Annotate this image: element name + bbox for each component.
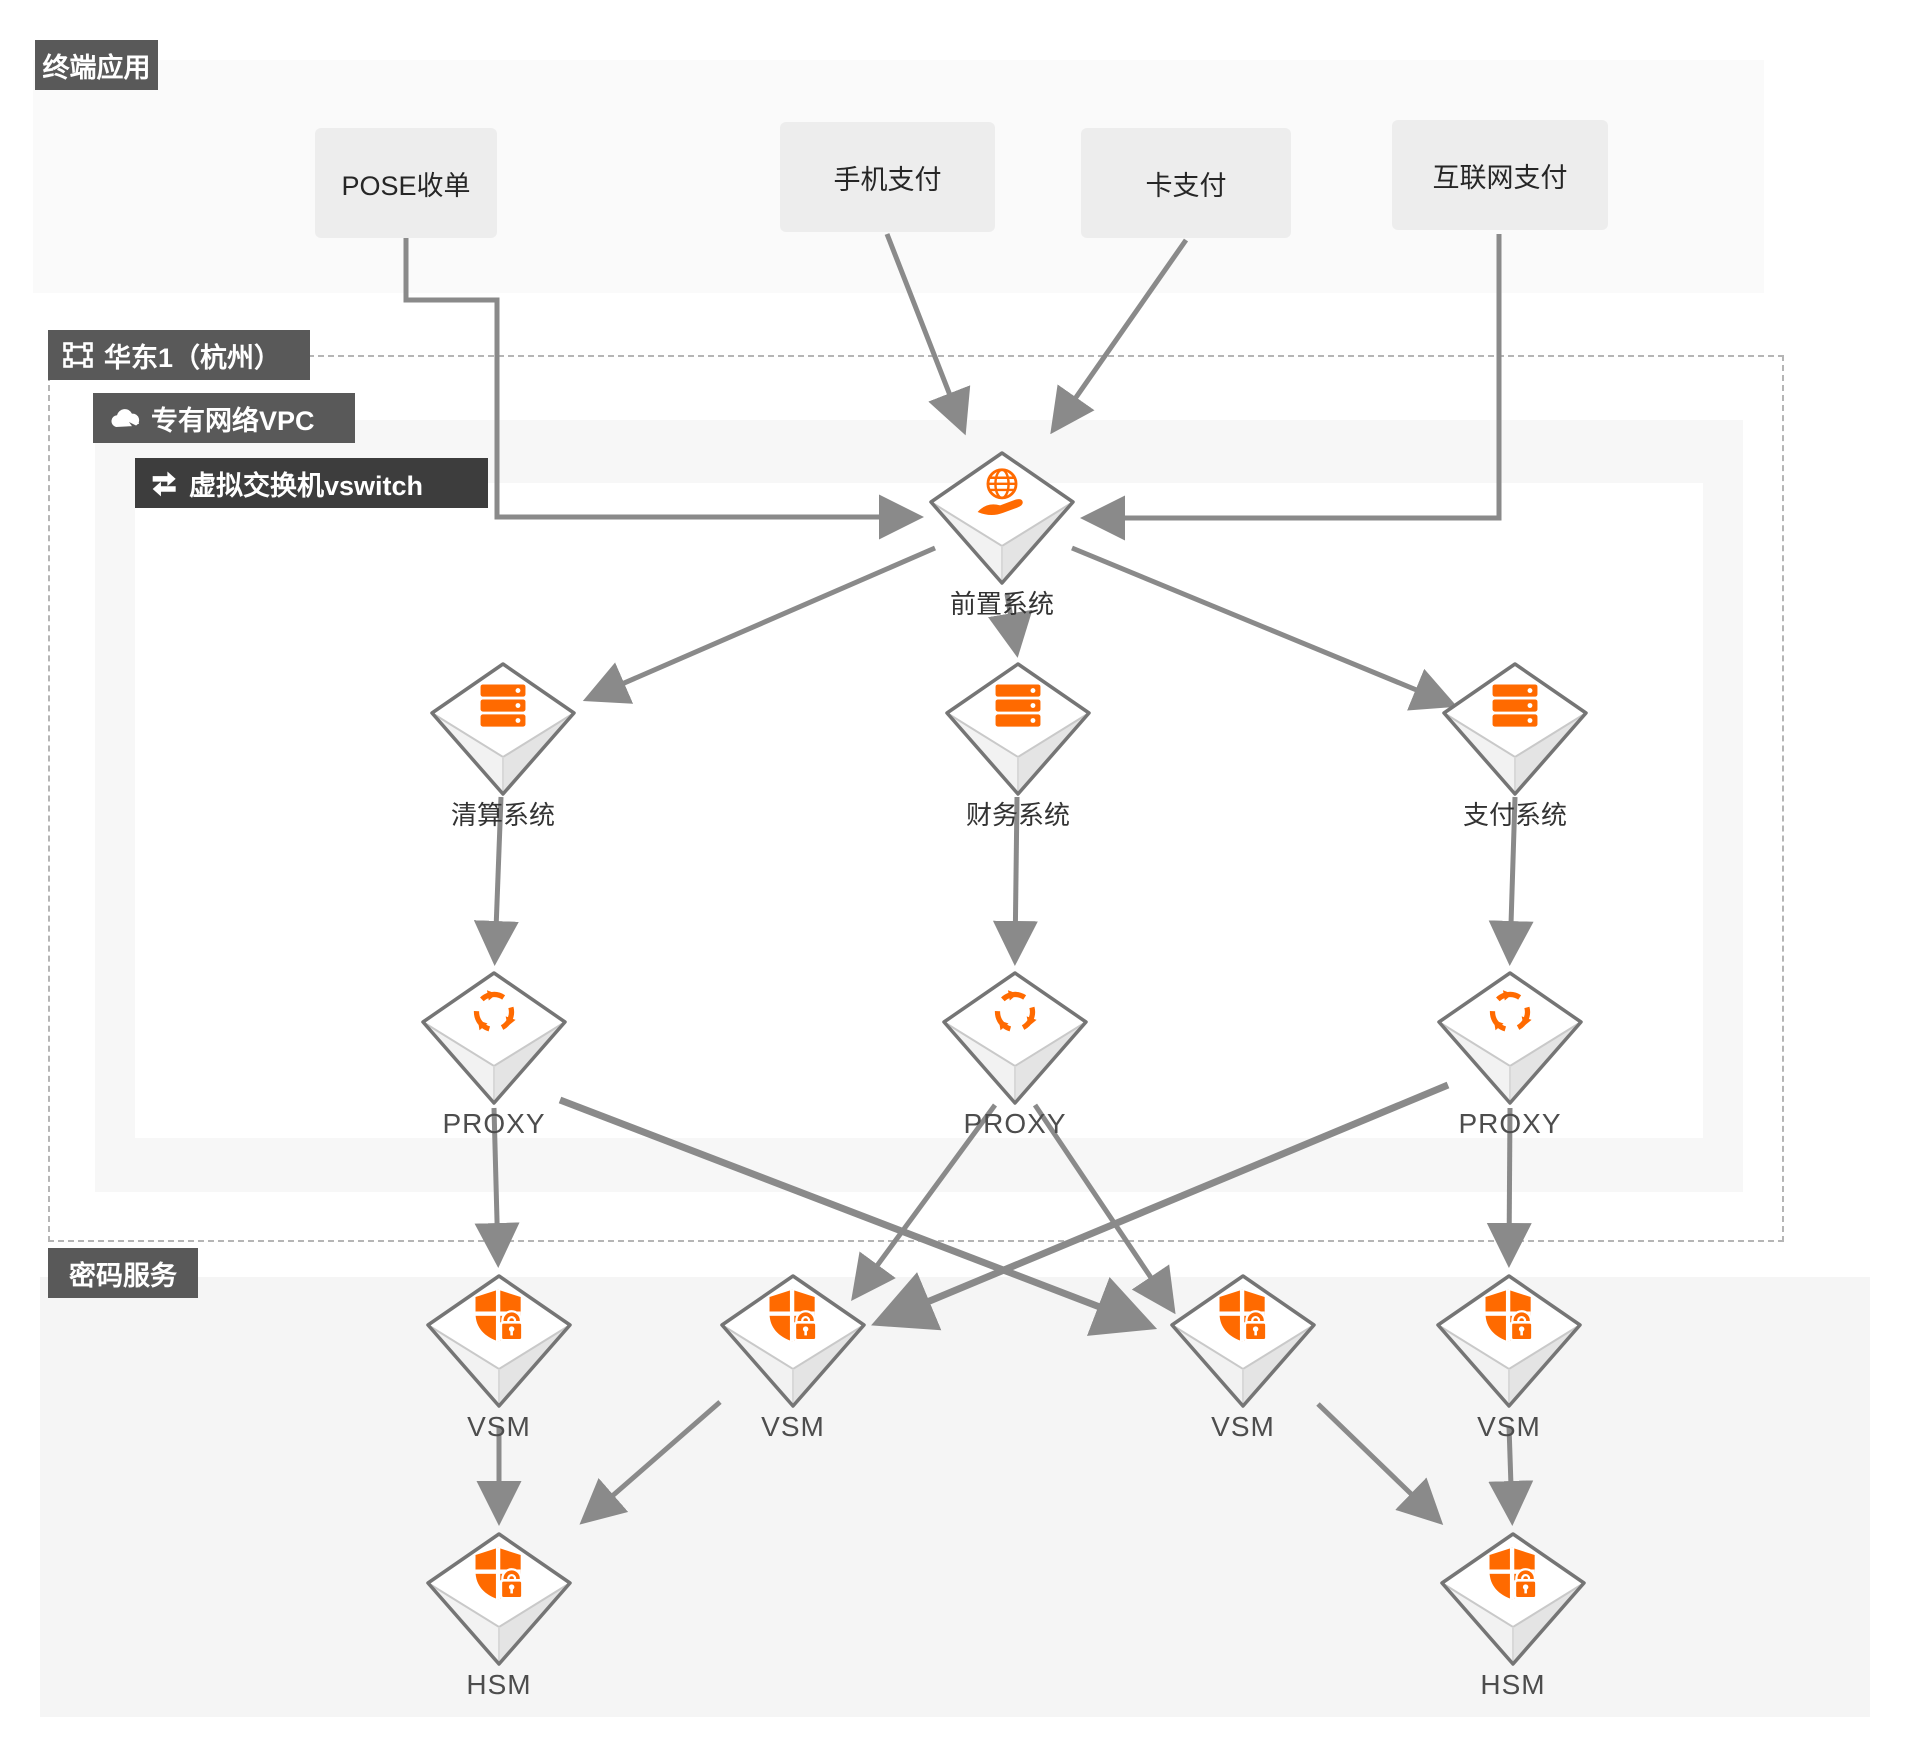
crypto-section-text: 密码服务 bbox=[69, 1260, 177, 1291]
app-box-card-pay-label: 卡支付 bbox=[1145, 170, 1227, 201]
app-box-pose-label: POSE收单 bbox=[341, 170, 471, 201]
arrow-front-to-finance bbox=[988, 593, 1033, 658]
crypto-section-label: 密码服务 bbox=[48, 1248, 198, 1298]
node-hsm-2: HSM bbox=[1438, 1531, 1588, 1700]
terminal-section-text: 终端应用 bbox=[42, 52, 151, 83]
node-hsm-2-label: HSM bbox=[1480, 1669, 1546, 1700]
terminal-section-label: 终端应用 bbox=[35, 40, 158, 90]
cloud-icon bbox=[110, 408, 141, 430]
server-stack-icon bbox=[995, 684, 1041, 727]
node-vsm-4-label: VSM bbox=[1477, 1411, 1541, 1442]
node-proxy-3-label: PROXY bbox=[1458, 1108, 1562, 1139]
node-payment-system: 支付系统 bbox=[1440, 661, 1590, 830]
node-payment-system-label: 支付系统 bbox=[1462, 800, 1567, 830]
arrow-vsm3-to-hsm2 bbox=[1316, 1402, 1444, 1525]
crypto-service-section bbox=[40, 1277, 1870, 1717]
app-box-mobile-pay: 手机支付 bbox=[780, 122, 995, 232]
app-box-internet-pay-label: 互联网支付 bbox=[1432, 162, 1568, 193]
arrow-payment-to-proxy3 bbox=[1488, 796, 1534, 966]
node-box bbox=[426, 1274, 572, 1408]
node-box bbox=[1440, 1532, 1586, 1666]
node-finance-system: 财务系统 bbox=[943, 661, 1093, 830]
node-vsm-2: VSM bbox=[718, 1273, 868, 1442]
node-hsm-1: HSM bbox=[424, 1531, 574, 1700]
app-box-card-pay: 卡支付 bbox=[1081, 128, 1291, 238]
node-proxy-2-label: PROXY bbox=[963, 1108, 1067, 1139]
node-front-system-label: 前置系统 bbox=[949, 589, 1054, 619]
app-box-internet-pay: 互联网支付 bbox=[1392, 120, 1608, 230]
arrow-front-to-clearing bbox=[582, 545, 936, 704]
node-clearing-system-label: 清算系统 bbox=[450, 800, 555, 830]
node-proxy-1: PROXY bbox=[419, 970, 569, 1139]
swap-arrows-icon bbox=[152, 471, 176, 497]
arrow-proxy2-to-vsm2 bbox=[851, 1103, 998, 1302]
node-box bbox=[942, 971, 1088, 1105]
node-vsm-2-label: VSM bbox=[761, 1411, 825, 1442]
node-vsm-3-label: VSM bbox=[1211, 1411, 1275, 1442]
arrow-finance-to-proxy2 bbox=[992, 796, 1038, 966]
vswitch-section bbox=[135, 483, 1703, 1138]
region-label: 华东1（杭州） bbox=[48, 330, 310, 380]
node-box bbox=[1436, 1274, 1582, 1408]
node-box bbox=[945, 662, 1091, 796]
vpc-label: 专有网络VPC bbox=[93, 393, 355, 443]
node-clearing-system: 清算系统 bbox=[428, 661, 578, 830]
vswitch-label: 虚拟交换机vswitch bbox=[135, 458, 488, 508]
node-vsm-1-label: VSM bbox=[467, 1411, 531, 1442]
node-proxy-1-label: PROXY bbox=[442, 1108, 546, 1139]
node-vsm-4: VSM bbox=[1434, 1273, 1584, 1442]
arrow-vsm2-to-hsm1 bbox=[579, 1400, 722, 1525]
node-box bbox=[929, 451, 1075, 585]
node-box bbox=[430, 662, 576, 796]
vpc-text: 专有网络VPC bbox=[151, 405, 315, 436]
region-icon bbox=[63, 342, 93, 368]
node-hsm-1-label: HSM bbox=[466, 1669, 532, 1700]
arrow-internet-to-front bbox=[1080, 234, 1502, 541]
node-proxy-3: PROXY bbox=[1435, 970, 1585, 1139]
arrow-proxy1-to-vsm3 bbox=[558, 1096, 1158, 1336]
arrow-proxy1-to-vsm1 bbox=[474, 1107, 520, 1268]
region-dashed-border bbox=[48, 355, 1784, 1242]
node-front-system: 前置系统 bbox=[927, 450, 1077, 619]
node-box bbox=[421, 971, 567, 1105]
arrow-mobile-to-front bbox=[884, 233, 971, 436]
node-box bbox=[1442, 662, 1588, 796]
node-box bbox=[1437, 971, 1583, 1105]
node-box bbox=[426, 1532, 572, 1666]
node-box bbox=[720, 1274, 866, 1408]
server-stack-icon bbox=[480, 684, 526, 727]
arrow-clearing-to-proxy1 bbox=[473, 796, 519, 966]
vswitch-text: 虚拟交换机vswitch bbox=[189, 470, 424, 501]
app-box-pose: POSE收单 bbox=[315, 128, 497, 238]
node-vsm-1: VSM bbox=[424, 1273, 574, 1442]
arrow-proxy3-to-vsm2 bbox=[871, 1081, 1450, 1331]
arrow-card-to-front bbox=[1050, 238, 1189, 435]
node-proxy-2: PROXY bbox=[940, 970, 1090, 1139]
arrow-pose-to-front bbox=[403, 238, 924, 540]
node-finance-system-label: 财务系统 bbox=[965, 800, 1070, 830]
node-box bbox=[1170, 1274, 1316, 1408]
arrow-proxy2-to-vsm3 bbox=[1032, 1103, 1176, 1315]
node-vsm-3: VSM bbox=[1168, 1273, 1318, 1442]
arrow-vsm4-to-hsm2 bbox=[1488, 1425, 1534, 1526]
arrow-front-to-payment bbox=[1071, 545, 1458, 711]
arrow-proxy3-to-vsm4 bbox=[1486, 1107, 1532, 1268]
app-box-mobile-pay-label: 手机支付 bbox=[833, 164, 942, 195]
server-stack-icon bbox=[1492, 684, 1538, 727]
region-text: 华东1（杭州） bbox=[104, 342, 282, 373]
